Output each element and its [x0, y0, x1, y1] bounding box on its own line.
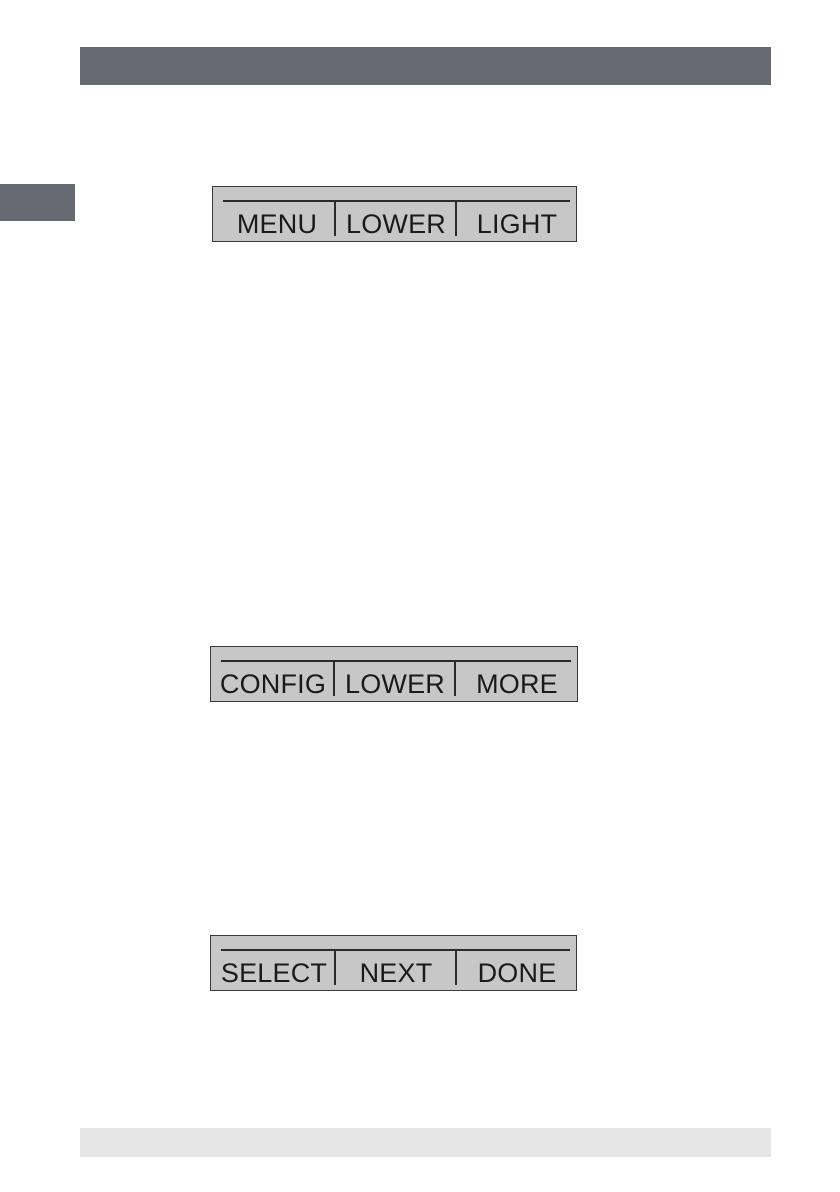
lcd-divider: [333, 661, 335, 696]
lcd-top-line: [221, 949, 570, 951]
lcd-divider: [454, 661, 456, 696]
lcd-softkey-display-1: MENU LOWER LIGHT: [212, 186, 577, 242]
softkey-label-lower: LOWER: [337, 668, 453, 700]
softkey-label-lower: LOWER: [338, 208, 454, 240]
lcd-divider: [455, 950, 457, 985]
lcd-softkey-display-3: SELECT NEXT DONE: [210, 935, 577, 991]
softkey-label-light: LIGHT: [459, 208, 575, 240]
softkey-label-more: MORE: [459, 668, 575, 700]
header-bar: [80, 47, 771, 85]
softkey-label-select: SELECT: [213, 957, 335, 989]
lcd-top-line: [223, 200, 570, 202]
footer-bar: [80, 1128, 771, 1157]
language-side-tab: [0, 184, 75, 221]
softkey-label-menu: MENU: [221, 208, 333, 240]
lcd-softkey-display-2: CONFIG LOWER MORE: [210, 646, 578, 702]
softkey-label-config: CONFIG: [213, 668, 333, 700]
lcd-divider: [455, 201, 457, 236]
lcd-top-line: [221, 660, 571, 662]
softkey-label-next: NEXT: [338, 957, 454, 989]
lcd-divider: [334, 201, 336, 236]
softkey-label-done: DONE: [459, 957, 575, 989]
